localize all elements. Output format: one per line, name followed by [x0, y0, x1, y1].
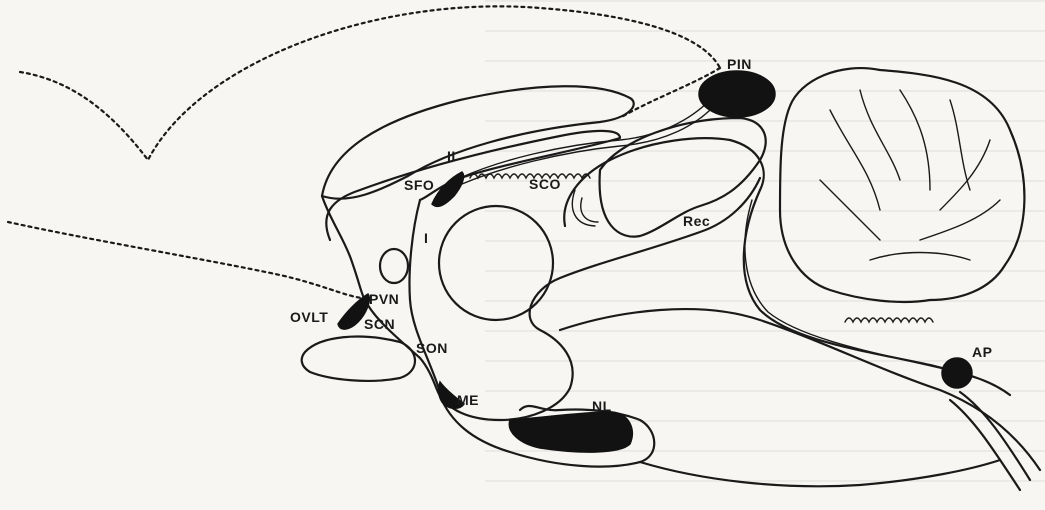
neural-lobe-organ — [509, 412, 632, 452]
label-pin: PIN — [727, 56, 752, 72]
aqueduct-lines — [572, 190, 598, 226]
label-sco: SCO — [529, 176, 561, 192]
label-nl: NL — [592, 398, 612, 414]
label-me: ME — [457, 392, 479, 408]
lamina-terminalis — [322, 196, 365, 300]
anterior-commissure — [380, 249, 408, 283]
optic-chiasm — [302, 337, 415, 381]
fourth-ventricle-roof — [745, 200, 940, 368]
pineal-recess-lines — [460, 100, 716, 184]
area-postrema-organ — [942, 358, 972, 388]
choroid-plexus-lower — [845, 318, 933, 322]
cerebellum-outline — [780, 68, 1024, 302]
label-ap: AP — [972, 344, 992, 360]
label-sfo: SFO — [404, 177, 434, 193]
label-pvn: PVN — [369, 291, 399, 307]
cerebellum-folia — [820, 90, 1000, 260]
massa-intermedia — [439, 206, 553, 320]
pineal-organ — [699, 71, 775, 117]
label-scn: SCN — [364, 316, 395, 332]
cortex-dashed-outline — [20, 6, 720, 160]
label-ovlt: OVLT — [290, 309, 328, 325]
corpus-callosum — [322, 86, 634, 198]
ventral-brain-base — [640, 460, 1000, 486]
label-i: I — [424, 230, 428, 246]
label-ii: II — [447, 148, 456, 164]
label-son: SON — [416, 340, 448, 356]
cortex-dashed-lower-outline — [8, 222, 362, 298]
label-rec: Rec — [683, 213, 710, 229]
